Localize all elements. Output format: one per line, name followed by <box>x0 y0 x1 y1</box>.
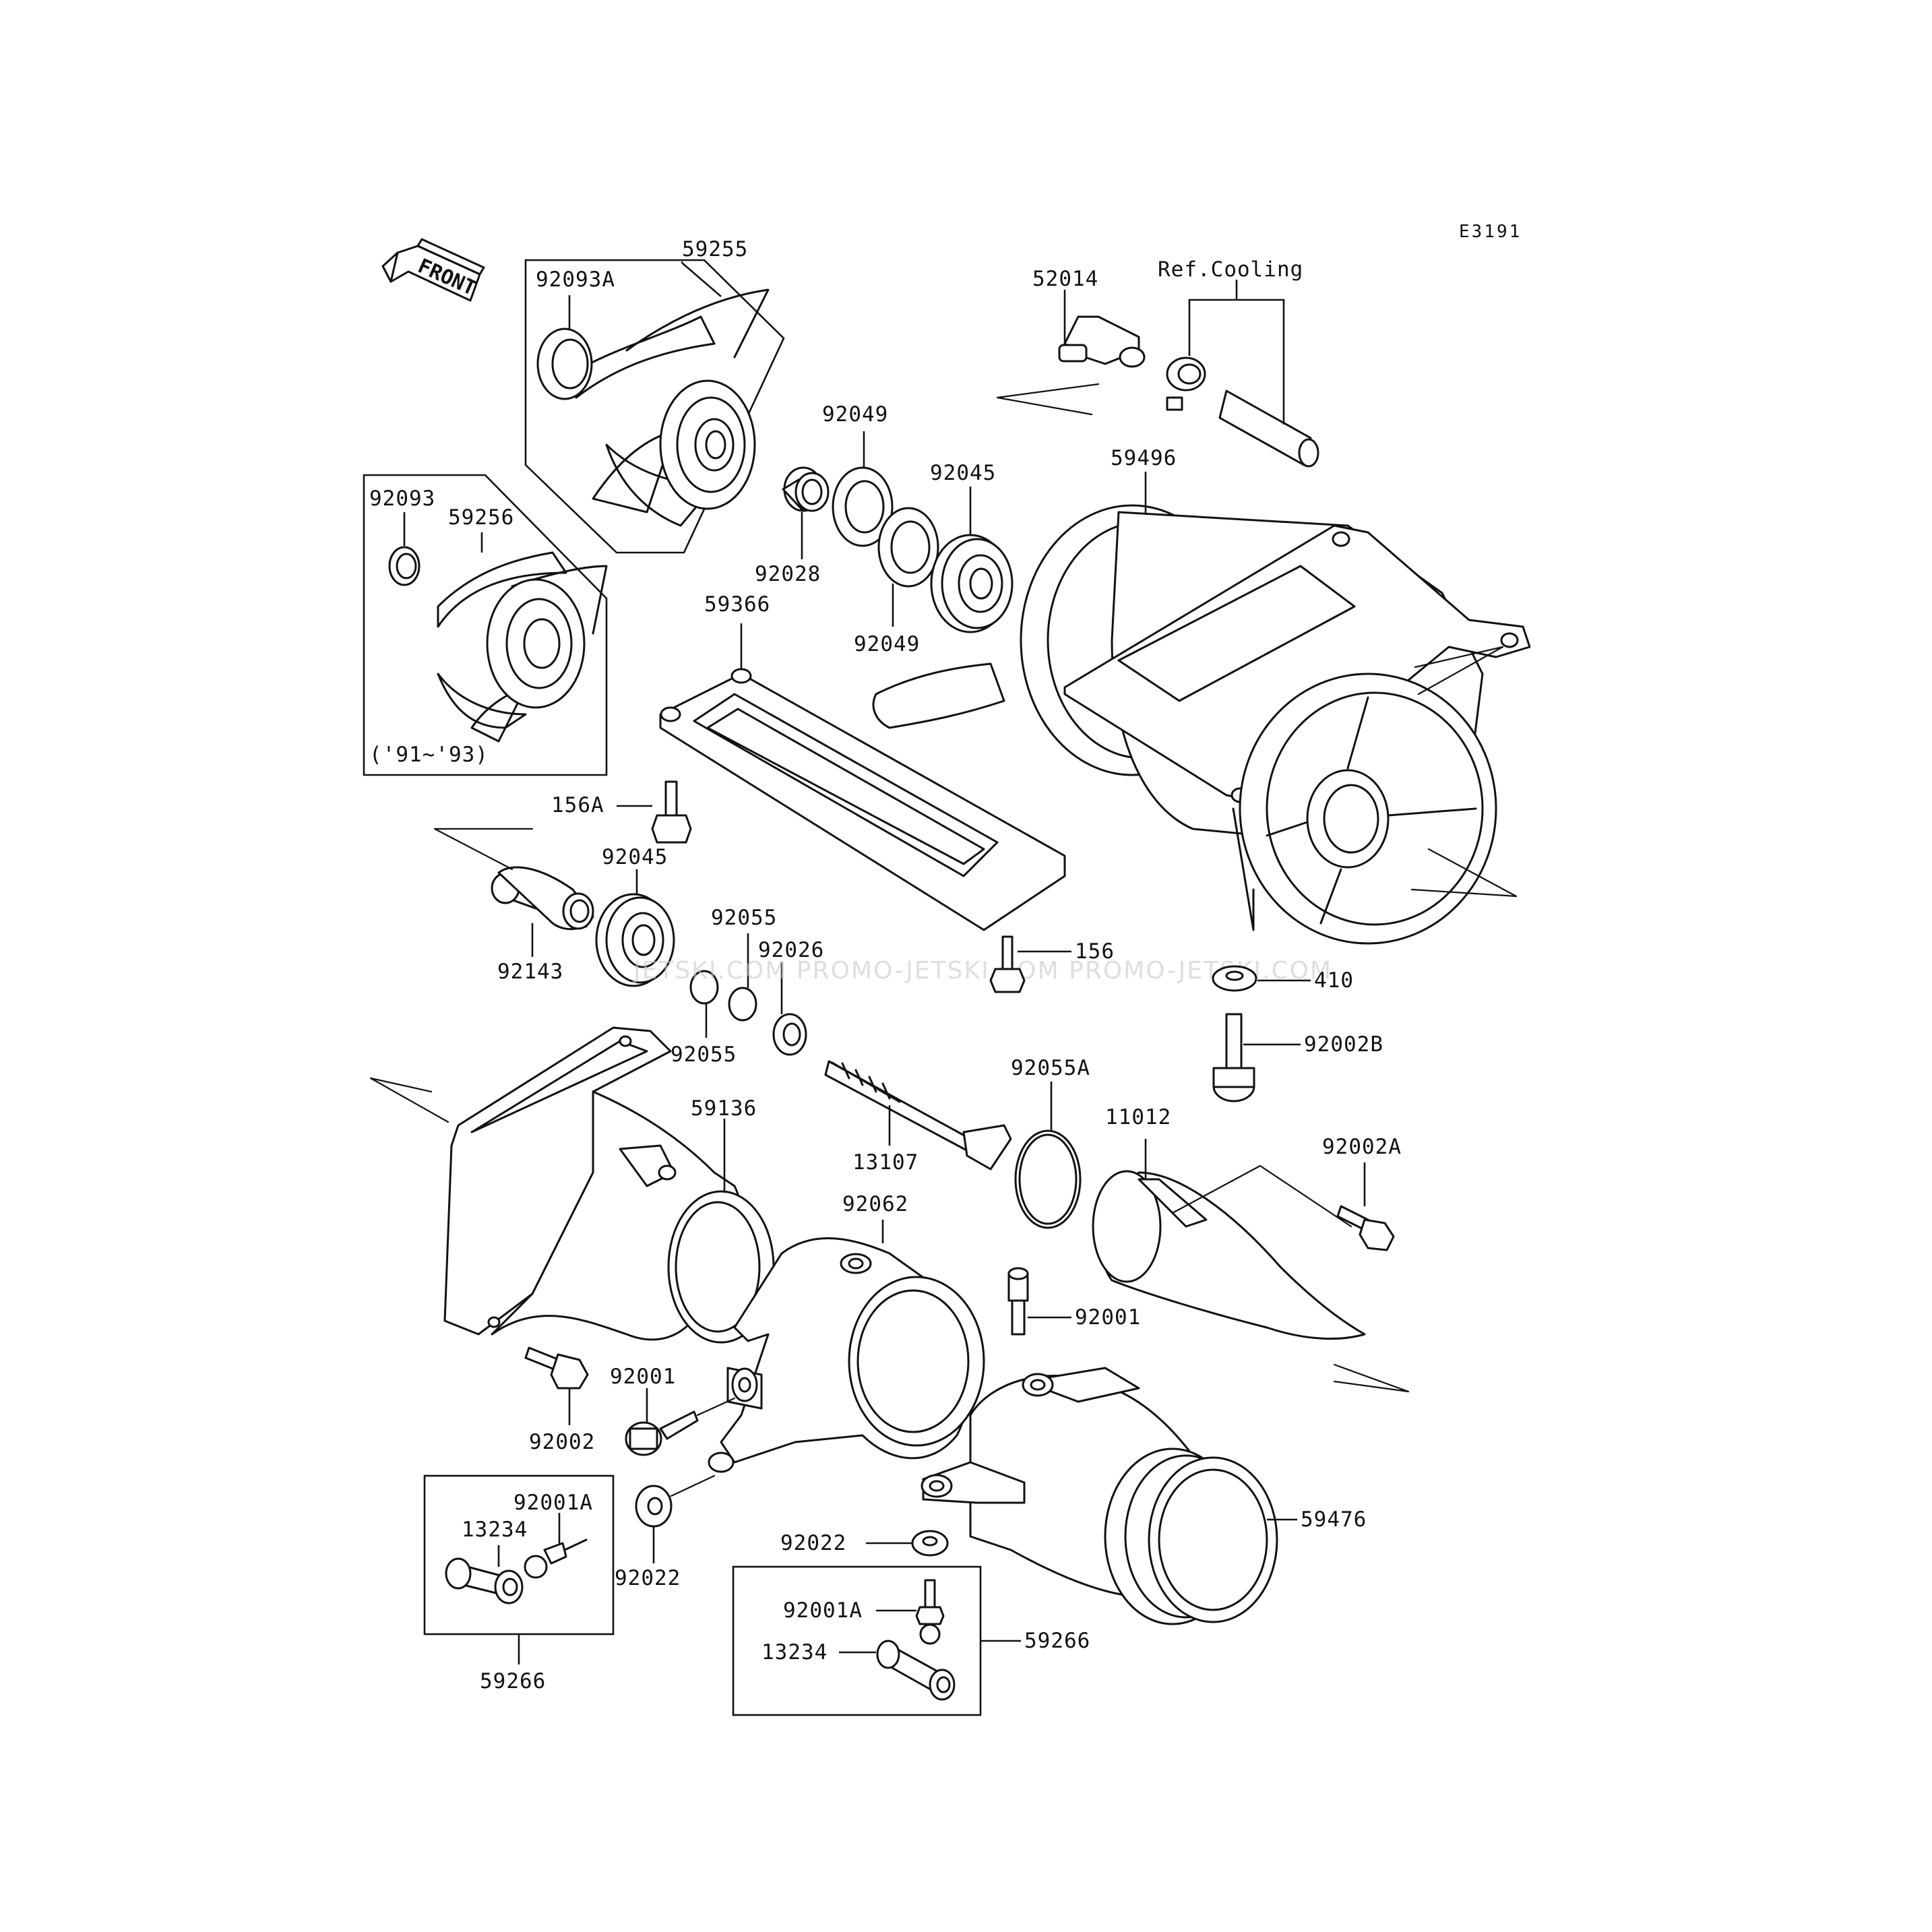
year-note: ('91~'93) <box>369 743 489 767</box>
label-59266-left: 59266 <box>480 1669 546 1693</box>
washer-410: 410 <box>1212 965 1354 993</box>
bearing-92045-lower: 92045 <box>595 845 675 987</box>
label-92093: 92093 <box>369 487 435 511</box>
diagram-code: E3191 <box>1459 222 1522 242</box>
label-59476: 59476 <box>1301 1507 1367 1532</box>
label-59266-right: 59266 <box>1024 1629 1090 1653</box>
pump-case-59496: 59496 <box>872 446 1531 945</box>
oring-92055-right: 92055 <box>711 906 777 1022</box>
label-92026: 92026 <box>758 938 824 962</box>
bolt-92002B: 92002B <box>1212 1013 1383 1102</box>
fitting-52014: 52014 <box>996 267 1146 416</box>
impeller-59255-group: 92093A 59255 <box>524 237 785 554</box>
bolt-92002: 92002 <box>524 1346 595 1454</box>
label-92002A: 92002A <box>1322 1135 1402 1159</box>
label-92045-upper: 92045 <box>930 461 996 485</box>
kit-59266-right: 92001A 13234 59266 <box>732 1565 1090 1716</box>
oring-92055-left: 92055 <box>671 970 737 1067</box>
nozzle-92062: 92062 <box>708 1192 985 1473</box>
seal-92093 <box>388 546 420 586</box>
cooling-hose-clamp: Ref.Cooling <box>1158 257 1319 468</box>
pin-13234-left <box>445 1557 524 1604</box>
label-92001A-left: 92001A <box>513 1491 593 1515</box>
impeller-59256-shape <box>437 551 608 743</box>
nozzle-11012: 11012 <box>1092 1105 1410 1393</box>
label-92045-lower: 92045 <box>602 845 668 869</box>
collar-92026: 92026 <box>758 938 824 1056</box>
label-59255: 59255 <box>682 237 748 261</box>
label-59366: 59366 <box>704 592 770 617</box>
housing-59136: 59136 <box>369 1026 775 1344</box>
kit-59266-left: 13234 92001A 59266 <box>423 1474 615 1693</box>
impeller-59256-group: 92093 59256 ('91~'93) <box>363 474 608 776</box>
bolt-92001-right: 92001 <box>1007 1267 1141 1336</box>
label-92002B: 92002B <box>1304 1032 1383 1057</box>
bolt-92001-left: 92001 <box>610 1365 736 1456</box>
front-arrow-icon: FRONT <box>381 238 485 302</box>
label-92001A-right: 92001A <box>783 1598 863 1623</box>
impeller-59255-shape <box>565 288 770 527</box>
bolt-92002A: 92002A <box>1322 1135 1402 1251</box>
ref-cooling-label: Ref.Cooling <box>1158 257 1303 282</box>
pin-13234-right <box>876 1640 956 1701</box>
label-92001-left: 92001 <box>610 1365 676 1389</box>
impeller-box <box>524 259 785 554</box>
washer-92022-left: 92022 <box>615 1474 716 1590</box>
reverse-bucket-59476: 59476 <box>921 1367 1367 1625</box>
shaft-13107: 13107 <box>824 1060 1012 1175</box>
label-92055-upper: 92055 <box>711 906 777 930</box>
label-92022-right: 92022 <box>780 1531 846 1555</box>
seal-92093A <box>536 328 593 400</box>
bolt-156A: 156A <box>551 780 692 844</box>
label-92055-lower: 92055 <box>671 1042 737 1067</box>
label-92049-upper: 92049 <box>822 402 888 427</box>
plate-59366: 59366 <box>659 592 1066 931</box>
collar-92143: 92143 <box>433 828 594 984</box>
label-13234-right: 13234 <box>761 1640 828 1664</box>
label-59136: 59136 <box>691 1096 757 1121</box>
bolt-156: 156 <box>989 935 1115 993</box>
label-92055A: 92055A <box>1011 1056 1090 1080</box>
seal-92049-lower: 92049 <box>854 507 939 656</box>
washer-92022-right: 92022 <box>780 1530 949 1557</box>
collar-92028: 92028 <box>755 466 830 586</box>
seal-92049-upper: 92049 <box>822 402 894 547</box>
label-92093A: 92093A <box>536 268 615 292</box>
label-92022-left: 92022 <box>615 1566 681 1590</box>
label-92028: 92028 <box>755 562 821 586</box>
ball-joint-92001A-right <box>915 1579 945 1645</box>
label-11012: 11012 <box>1105 1105 1171 1129</box>
label-59496: 59496 <box>1111 446 1177 470</box>
label-156: 156 <box>1075 939 1115 964</box>
bearing-92045-upper: 92045 <box>930 461 1014 633</box>
label-92143: 92143 <box>497 960 563 984</box>
label-59256: 59256 <box>448 505 514 530</box>
oring-92055A: 92055A <box>1011 1056 1090 1229</box>
label-92002: 92002 <box>529 1430 595 1454</box>
label-410: 410 <box>1314 968 1354 993</box>
ball-joint-92001A-left <box>524 1538 588 1579</box>
label-92062: 92062 <box>842 1192 908 1216</box>
impeller-59256-box <box>363 474 608 776</box>
label-13107: 13107 <box>852 1150 918 1175</box>
label-92001-right: 92001 <box>1075 1305 1141 1330</box>
label-156A: 156A <box>551 793 604 817</box>
label-52014: 52014 <box>1032 267 1098 291</box>
label-13234-left: 13234 <box>462 1518 528 1542</box>
label-92049-lower: 92049 <box>854 632 920 656</box>
